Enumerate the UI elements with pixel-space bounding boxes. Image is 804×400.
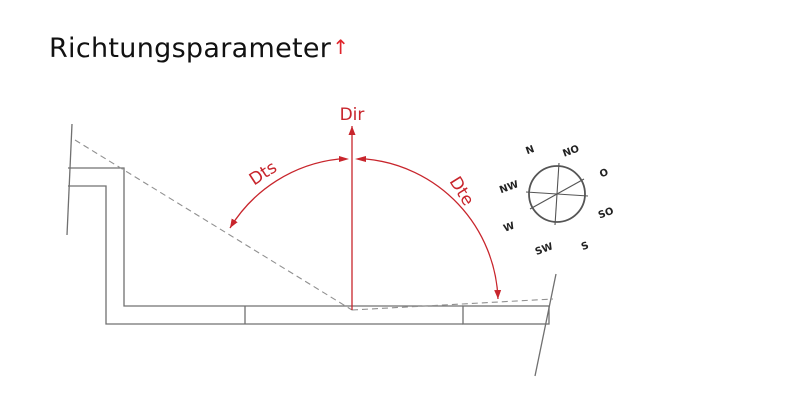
label-dts: Dts (246, 158, 281, 190)
label-dir: Dir (340, 105, 365, 125)
compass-n: N (524, 144, 536, 157)
dte-arc (365, 158, 502, 300)
compass-so: SO (597, 206, 616, 222)
compass-icon: N NO O SO S SW W NW (498, 144, 615, 258)
dir-arrow (339, 126, 366, 310)
compass-w: W (502, 221, 516, 235)
compass-nw: NW (498, 179, 520, 196)
window-frame (244, 305, 550, 325)
dashed-sightlines (74, 139, 554, 311)
compass-s: S (580, 240, 591, 253)
compass-o: O (598, 167, 610, 180)
left-wall (66, 123, 245, 325)
compass-sw: SW (534, 241, 555, 258)
compass-no: NO (561, 144, 581, 160)
right-wall (534, 273, 557, 377)
page-title-text: Richtungsparameter (49, 33, 332, 64)
dts-arc (229, 158, 340, 229)
label-dte: Dte (445, 173, 478, 209)
page-title: Richtungsparameter↑ (49, 33, 349, 64)
arrow-up-icon[interactable]: ↑ (332, 35, 350, 59)
